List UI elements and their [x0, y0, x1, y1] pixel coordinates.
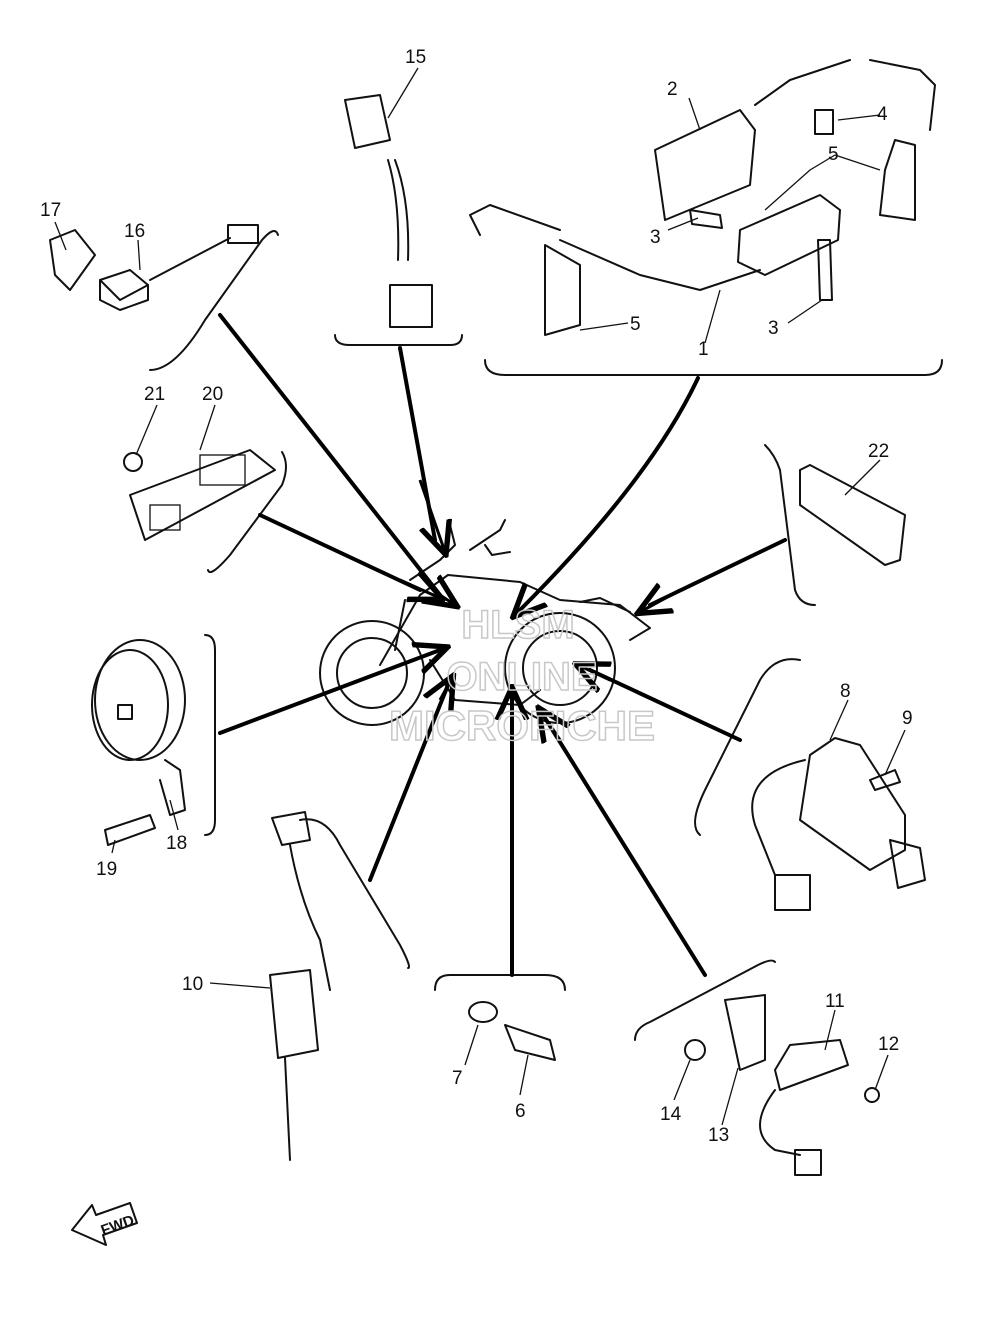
- part-14-bolt: [684, 1039, 706, 1061]
- watermark: HLSM ONLINE MICROFICHE: [388, 602, 656, 750]
- callout-19: 19: [96, 859, 117, 880]
- part-9-screw: [869, 769, 901, 791]
- callout-20: 20: [202, 384, 223, 405]
- group-brackets: [149, 230, 943, 1041]
- part-8-main-switch: [751, 737, 926, 911]
- callout-7: 7: [452, 1068, 463, 1089]
- fwd-label: FWD: [99, 1212, 137, 1240]
- callout-14: 14: [660, 1104, 682, 1125]
- callout-1: 1: [698, 339, 709, 360]
- part-12-screw: [864, 1087, 880, 1103]
- callout-18: 18: [166, 833, 187, 854]
- callout-13: 13: [708, 1125, 729, 1146]
- part-3-bolts: [689, 209, 833, 301]
- leader-lines: [218, 313, 787, 977]
- part-1-ignition-coil: [469, 194, 841, 336]
- callout-leaders: [54, 67, 906, 1126]
- callout-22: 22: [868, 441, 889, 462]
- part-13-bracket: [724, 994, 766, 1071]
- callout-21: 21: [144, 384, 165, 405]
- watermark-line-2: ONLINE: [446, 655, 597, 699]
- callout-3b: 3: [768, 318, 779, 339]
- callout-8: 8: [840, 681, 851, 702]
- callout-11: 11: [825, 991, 845, 1012]
- callout-10: 10: [182, 974, 203, 995]
- part-18-horn: [91, 639, 186, 816]
- callout-12: 12: [878, 1034, 899, 1055]
- callout-3a: 3: [650, 227, 661, 248]
- watermark-line-3: MICROFICHE: [389, 702, 655, 749]
- part-17-clip: [49, 229, 96, 291]
- part-22-reflector: [799, 464, 906, 566]
- callout-17: 17: [40, 200, 61, 221]
- part-10-switch: [269, 811, 331, 1161]
- callout-labels: 1 2 3 3 4 5 5 6 7 8 9 10 11 12 13 14 15 …: [40, 47, 913, 1146]
- callout-5b: 5: [630, 314, 641, 335]
- part-21-nut: [123, 452, 143, 472]
- part-11-sensor: [759, 1039, 849, 1176]
- callout-6: 6: [515, 1101, 526, 1122]
- callout-2: 2: [667, 79, 678, 100]
- forward-direction-arrow: FWD: [71, 1202, 138, 1246]
- part-2-ignition-coil: [654, 59, 936, 221]
- part-16-connector: [99, 224, 259, 311]
- part-4-spacer: [814, 109, 834, 135]
- part-7-washer: [468, 1001, 498, 1023]
- callout-15: 15: [405, 47, 426, 68]
- watermark-line-1: HLSM: [461, 603, 574, 647]
- part-19-bolt: [104, 814, 156, 846]
- callout-16: 16: [124, 221, 145, 242]
- callout-9: 9: [902, 708, 913, 729]
- callout-5a: 5: [828, 144, 839, 165]
- callout-4: 4: [877, 104, 888, 125]
- part-15-relay: [344, 94, 433, 328]
- part-6-screw: [504, 1024, 556, 1061]
- part-20-reflector: [129, 449, 276, 541]
